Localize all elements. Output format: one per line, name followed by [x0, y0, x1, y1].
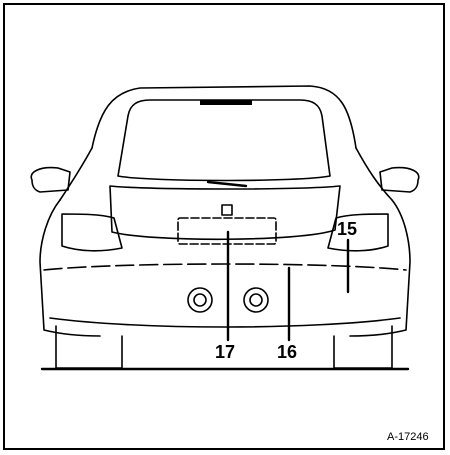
rear-bumper	[43, 263, 407, 271]
right-pillar	[355, 147, 393, 201]
body-right-side	[349, 199, 411, 337]
left-tire	[55, 325, 123, 369]
tailgate	[109, 185, 341, 241]
right-tire	[333, 325, 393, 369]
right-mirror	[379, 166, 420, 193]
callout-17: 17	[215, 342, 236, 362]
right-tail-lamp	[327, 213, 389, 252]
tailgate-handle	[221, 204, 233, 216]
parking-sensor-left-inner	[193, 293, 207, 307]
figure-frame	[3, 3, 445, 450]
left-tail-lamp	[61, 213, 123, 252]
left-mirror	[30, 166, 71, 193]
roof-outline	[91, 85, 357, 149]
parking-sensor-right-inner	[249, 293, 263, 307]
rear-wiper	[206, 180, 248, 188]
rear-window	[117, 99, 331, 182]
bumper-lower	[49, 317, 401, 328]
callout-15: 15	[337, 219, 358, 239]
figure-reference: A-17246	[387, 431, 429, 443]
parking-sensor-left	[187, 287, 213, 313]
callout-16: 16	[277, 342, 298, 362]
parking-sensor-right	[243, 287, 269, 313]
high-brake-light	[200, 100, 252, 105]
body-left-side	[39, 199, 101, 337]
left-pillar	[59, 147, 93, 201]
